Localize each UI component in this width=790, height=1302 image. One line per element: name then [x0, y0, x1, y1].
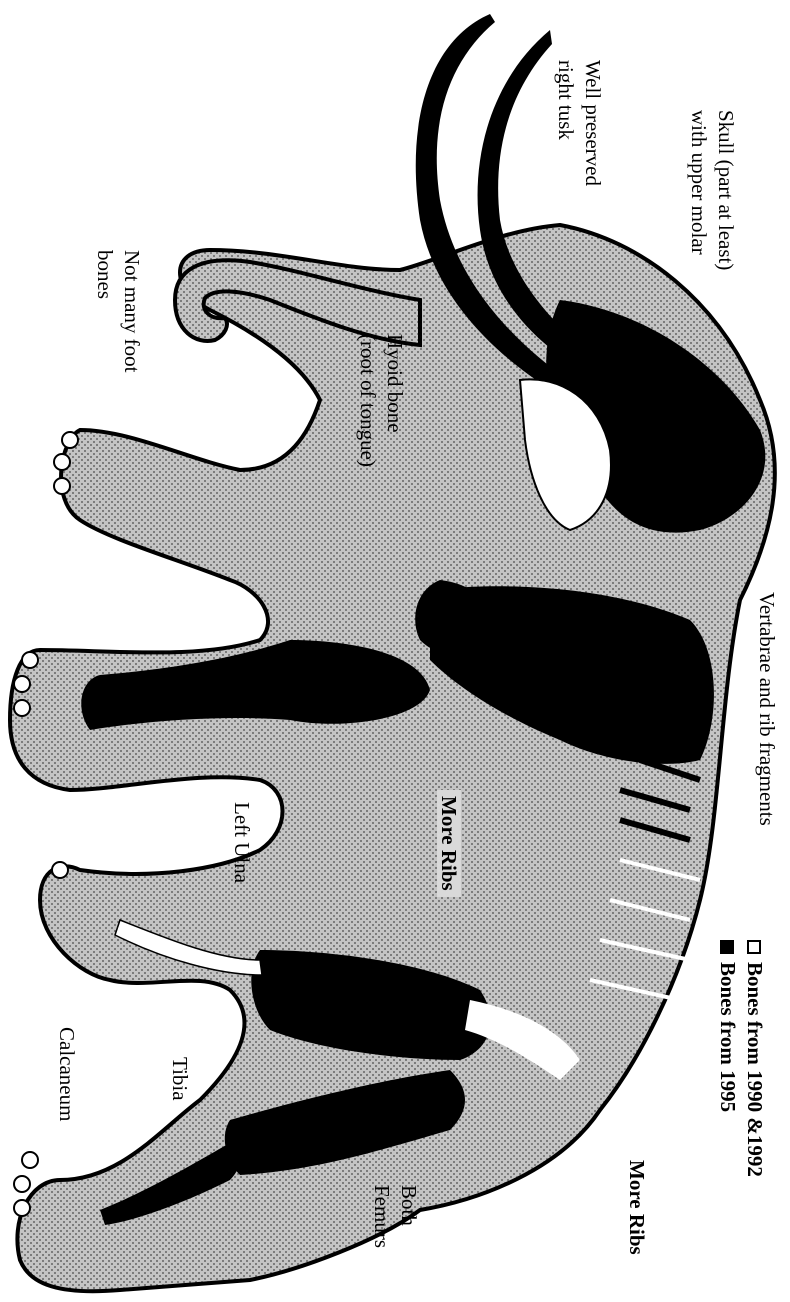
label-more-ribs-body: More Ribs — [435, 790, 462, 897]
label-tusk: Well preserved right tusk — [552, 60, 606, 186]
legend-swatch-filled — [721, 940, 735, 954]
label-femurs-line2: Femurs — [368, 1185, 395, 1248]
label-skull-line2: with upper molar — [685, 110, 712, 270]
legend-item-1995: Bones from 1995 — [714, 940, 741, 1177]
label-left-ulna: Left Ulna — [228, 802, 255, 883]
label-tibia: Tibia — [166, 1057, 193, 1101]
legend: Bones from 1990 &1992 Bones from 1995 — [714, 940, 768, 1177]
label-calcaneum: Calcaneum — [53, 1027, 80, 1121]
label-hyoid: Hyoid bone (root of tongue) — [354, 334, 408, 467]
label-femurs: Both Femurs — [368, 1185, 422, 1248]
label-skull: Skull (part at least) with upper molar — [685, 110, 739, 270]
label-hyoid-line1: Hyoid bone — [381, 334, 408, 467]
label-vertebrae: Vertabrae and rib fragments — [753, 592, 780, 826]
label-foot-line1: Not many foot — [118, 250, 145, 372]
label-hyoid-line2: (root of tongue) — [354, 334, 381, 467]
label-femurs-line1: Both — [395, 1185, 422, 1248]
label-foot-line2: bones — [91, 250, 118, 372]
label-skull-line1: Skull (part at least) — [712, 110, 739, 270]
legend-item-1990-1992: Bones from 1990 &1992 — [741, 940, 768, 1177]
legend-swatch-open — [748, 940, 762, 954]
label-tusk-line2: right tusk — [552, 60, 579, 186]
label-tusk-line1: Well preserved — [579, 60, 606, 186]
label-more-ribs-top: More Ribs — [623, 1160, 650, 1255]
label-foot: Not many foot bones — [91, 250, 145, 372]
